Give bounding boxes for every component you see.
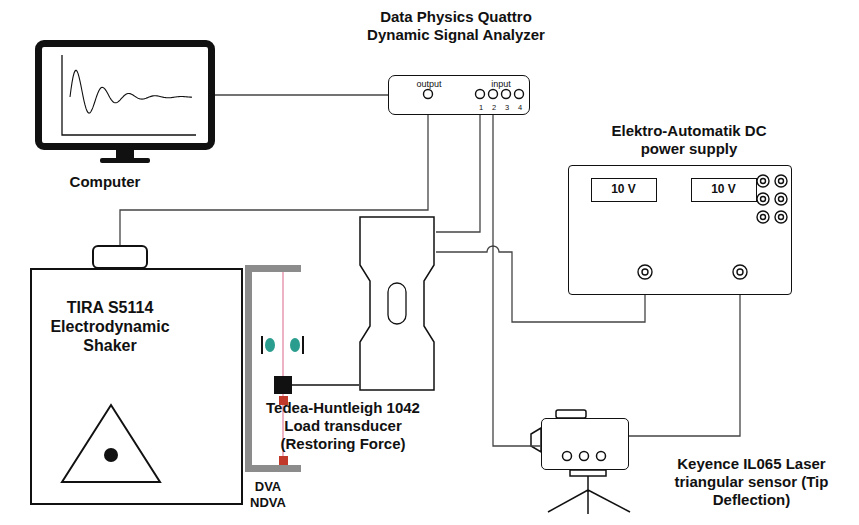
signal-wire — [436, 115, 480, 232]
voltage-display: 10 V — [691, 178, 757, 202]
transducer-slot — [388, 283, 406, 324]
port-label: output — [409, 79, 449, 90]
signal-analyzer: Data Physics Quattro Dynamic Signal Anal… — [388, 75, 530, 115]
port-label: 4 — [515, 103, 525, 112]
laser-sensor-head: Keyence IL065 Laser triangular sensor (T… — [541, 418, 629, 470]
monitor-stand — [100, 150, 150, 163]
port-label: 2 — [489, 103, 499, 112]
node-label: Keyence IL065 Laser triangular sensor (T… — [659, 455, 844, 509]
port-label: 3 — [502, 103, 512, 112]
supply-jacks — [638, 175, 787, 279]
port-label: input — [481, 79, 521, 90]
power-supply: Elektro-Automatik DC power supply10 V10 … — [568, 165, 792, 295]
node-label: TIRA S5114 Electrodynamic Shaker — [45, 298, 175, 356]
voltage-display: 10 V — [591, 178, 657, 202]
load-transducer: Tedea-Huntleigh 1042 Load transducer (Re… — [358, 215, 436, 392]
node-label: 10 V — [692, 179, 755, 200]
signal-wire — [215, 94, 388, 95]
node-label: Tedea-Huntleigh 1042 Load transducer (Re… — [253, 399, 433, 453]
node-label: Elektro-Automatik DC power supply — [606, 122, 772, 158]
analyzer-jacks — [424, 90, 524, 99]
shaker-connector — [93, 246, 147, 268]
node-label: Computer — [45, 173, 165, 191]
absorber-label: DVA — [238, 479, 298, 495]
signal-wire — [493, 115, 541, 446]
node-label: Data Physics Quattro Dynamic Signal Anal… — [356, 8, 556, 44]
signal-wire — [629, 295, 740, 436]
shaker-body: TIRA S5114 Electrodynamic Shaker — [30, 268, 243, 505]
transducer-body — [360, 217, 434, 390]
port-label: 1 — [476, 103, 486, 112]
computer-monitor: Computer — [35, 40, 215, 150]
laser-sensor — [531, 410, 630, 514]
signal-wire — [436, 246, 645, 322]
monitor-plot — [62, 55, 196, 135]
transducer-outline — [358, 215, 436, 392]
node-label: 10 V — [592, 179, 655, 200]
shaker-base — [62, 405, 160, 482]
absorber-label: NDVA — [238, 495, 298, 511]
